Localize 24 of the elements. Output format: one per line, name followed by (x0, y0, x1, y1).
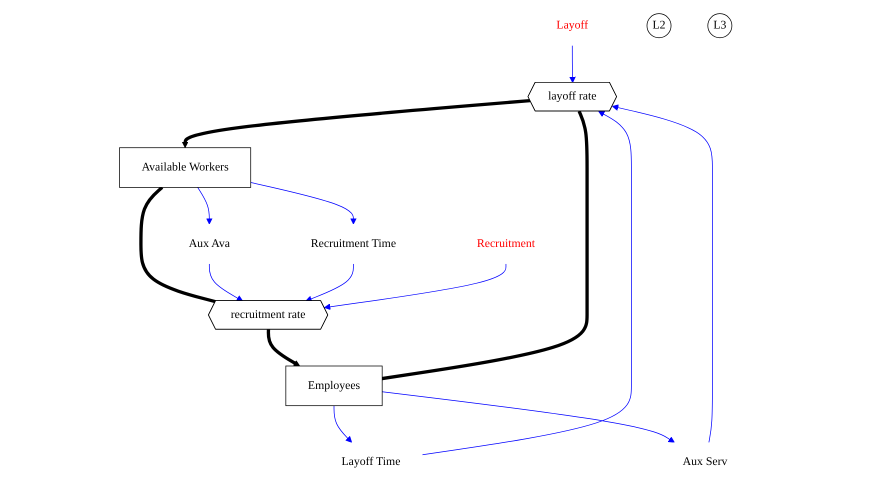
node-text: Aux Serv (682, 456, 728, 468)
arrow (197, 187, 213, 224)
arrow (422, 111, 632, 456)
node-text: Layoff Time (342, 456, 400, 468)
node-text: Recruitment Time (310, 237, 396, 250)
arrow (324, 263, 506, 310)
node-box: Employees (285, 366, 383, 406)
arrow (250, 182, 357, 224)
arrow (182, 98, 530, 148)
connector (139, 186, 216, 304)
node-box: Available Workers (119, 147, 252, 188)
arrow (382, 391, 675, 443)
node-text: Layoff (556, 19, 588, 32)
arrow (266, 330, 300, 366)
arrow (569, 45, 576, 83)
arrow (612, 104, 713, 443)
node-circle: L2 (646, 13, 672, 38)
arrow (208, 263, 243, 302)
node-text: Recruitment (476, 237, 536, 250)
arrow (306, 263, 354, 302)
connector (382, 110, 589, 380)
node-text: Aux Ava (188, 237, 230, 250)
node-circle: L3 (707, 13, 732, 38)
arrow (334, 405, 352, 443)
